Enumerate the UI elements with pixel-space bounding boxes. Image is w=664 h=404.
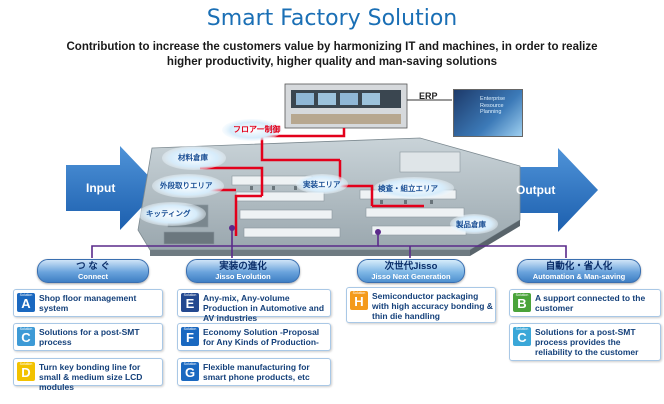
area-label-inspection: 検査・組立エリア — [378, 184, 438, 193]
category-evolution-en: Jisso Evolution — [215, 272, 271, 281]
erp-text-1: Enterprise — [480, 96, 506, 102]
input-arrow — [66, 146, 160, 230]
area-label-product-warehouse: 製品倉庫 — [456, 220, 486, 229]
solution-text-C: Solutions for a post-SMT process — [39, 327, 140, 347]
area-label-clouds — [138, 119, 498, 234]
solution-text-B: A support connected to the customer — [535, 293, 646, 313]
category-automation-en: Automation & Man-saving — [532, 272, 626, 281]
page-title: Smart Factory Solution — [206, 6, 458, 31]
erp-system-box: Enterprise Resource Planning — [453, 89, 523, 137]
area-label-floor-control: フロアー制御 — [233, 125, 281, 134]
solution-text-A: Shop floor management system — [39, 293, 137, 313]
area-label-mount: 実装エリア — [303, 180, 341, 189]
input-label: Input — [86, 181, 116, 195]
solution-text-E: Any-mix, Any-volume Production in Automo… — [203, 293, 325, 323]
subtitle-line-1: Contribution to increase the customers v… — [66, 41, 598, 53]
category-evolution-jp: 実装の進化 — [219, 261, 267, 272]
category-connect-jp: つ な ぐ — [76, 261, 110, 272]
solution-text-G: Flexible manufacturing for smart phone p… — [203, 362, 310, 382]
category-jisso-evolution: 実装の進化 Jisso Evolution — [186, 259, 300, 283]
subtitle-line-2: higher productivity, higher quality and … — [166, 56, 498, 68]
erp-label: ERP — [419, 91, 438, 101]
erp-text-2: Resource — [480, 102, 504, 109]
category-next-jp: 次世代Jisso — [384, 261, 438, 272]
solution-text-D: Turn key bonding line for small & medium… — [39, 362, 143, 392]
erp-text-3: Planning — [480, 109, 502, 115]
page-subtitle: Contribution to increase the customers v… — [60, 40, 604, 70]
category-next-en: Jisso Next Generation — [371, 272, 451, 281]
category-automation-jp: 自動化・省人化 — [545, 261, 613, 272]
category-connectors — [91, 228, 567, 258]
area-label-kitting: キッティング — [146, 209, 191, 218]
category-connect-en: Connect — [78, 272, 108, 281]
category-connect: つ な ぐ Connect — [37, 259, 149, 283]
category-automation: 自動化・省人化 Automation & Man-saving — [517, 259, 641, 283]
area-label-external-area: 外段取りエリア — [160, 181, 213, 190]
solution-text-C-automation: Solutions for a post-SMT process provide… — [535, 327, 639, 357]
solution-text-F: Economy Solution -Proposal for Any Kinds… — [203, 327, 320, 347]
output-label: Output — [516, 183, 556, 197]
solution-text-H: Semiconductor packaging with high accura… — [372, 291, 493, 321]
control-network-lines — [200, 136, 424, 236]
output-arrow — [504, 148, 598, 232]
category-jisso-next-generation: 次世代Jisso Jisso Next Generation — [357, 259, 465, 283]
area-label-material-warehouse: 材料倉庫 — [178, 153, 208, 162]
